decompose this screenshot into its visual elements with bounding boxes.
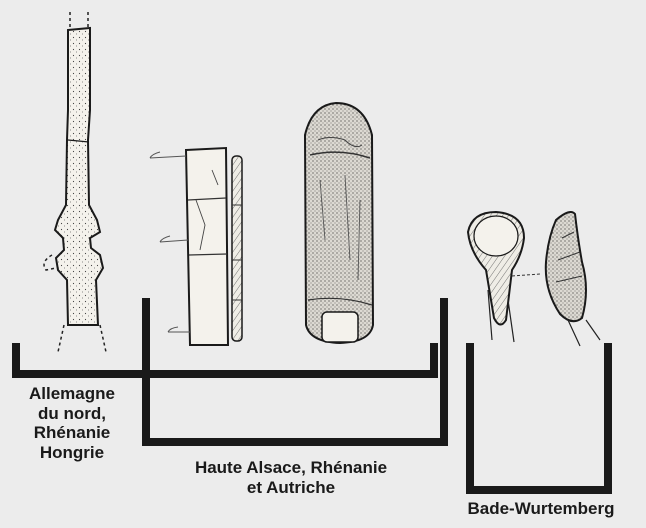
label-line: et Autriche [156, 478, 426, 498]
label-line: Allemagne [4, 384, 140, 404]
label-line: Bade-Wurtemberg [446, 499, 636, 519]
decorated-bone-handle [305, 103, 373, 343]
bone-rod-side-view [232, 156, 242, 341]
segmented-bone-plate [150, 148, 228, 345]
label-line: Rhénanie [4, 423, 140, 443]
label-line: du nord, [4, 404, 140, 424]
label-line: Haute Alsace, Rhénanie [156, 458, 426, 478]
label-bade-wurtemberg: Bade-Wurtemberg [446, 499, 636, 519]
bracket-north [16, 343, 434, 374]
bracket-bade [470, 343, 608, 490]
curved-bone-fragment [546, 212, 600, 346]
label-line: Hongrie [4, 443, 140, 463]
label-north-germany: Allemagne du nord, Rhénanie Hongrie [4, 384, 140, 462]
antler-haft-tool [44, 12, 106, 352]
label-haute-alsace: Haute Alsace, Rhénanie et Autriche [156, 458, 426, 497]
bone-tooth-pendant [468, 212, 540, 342]
